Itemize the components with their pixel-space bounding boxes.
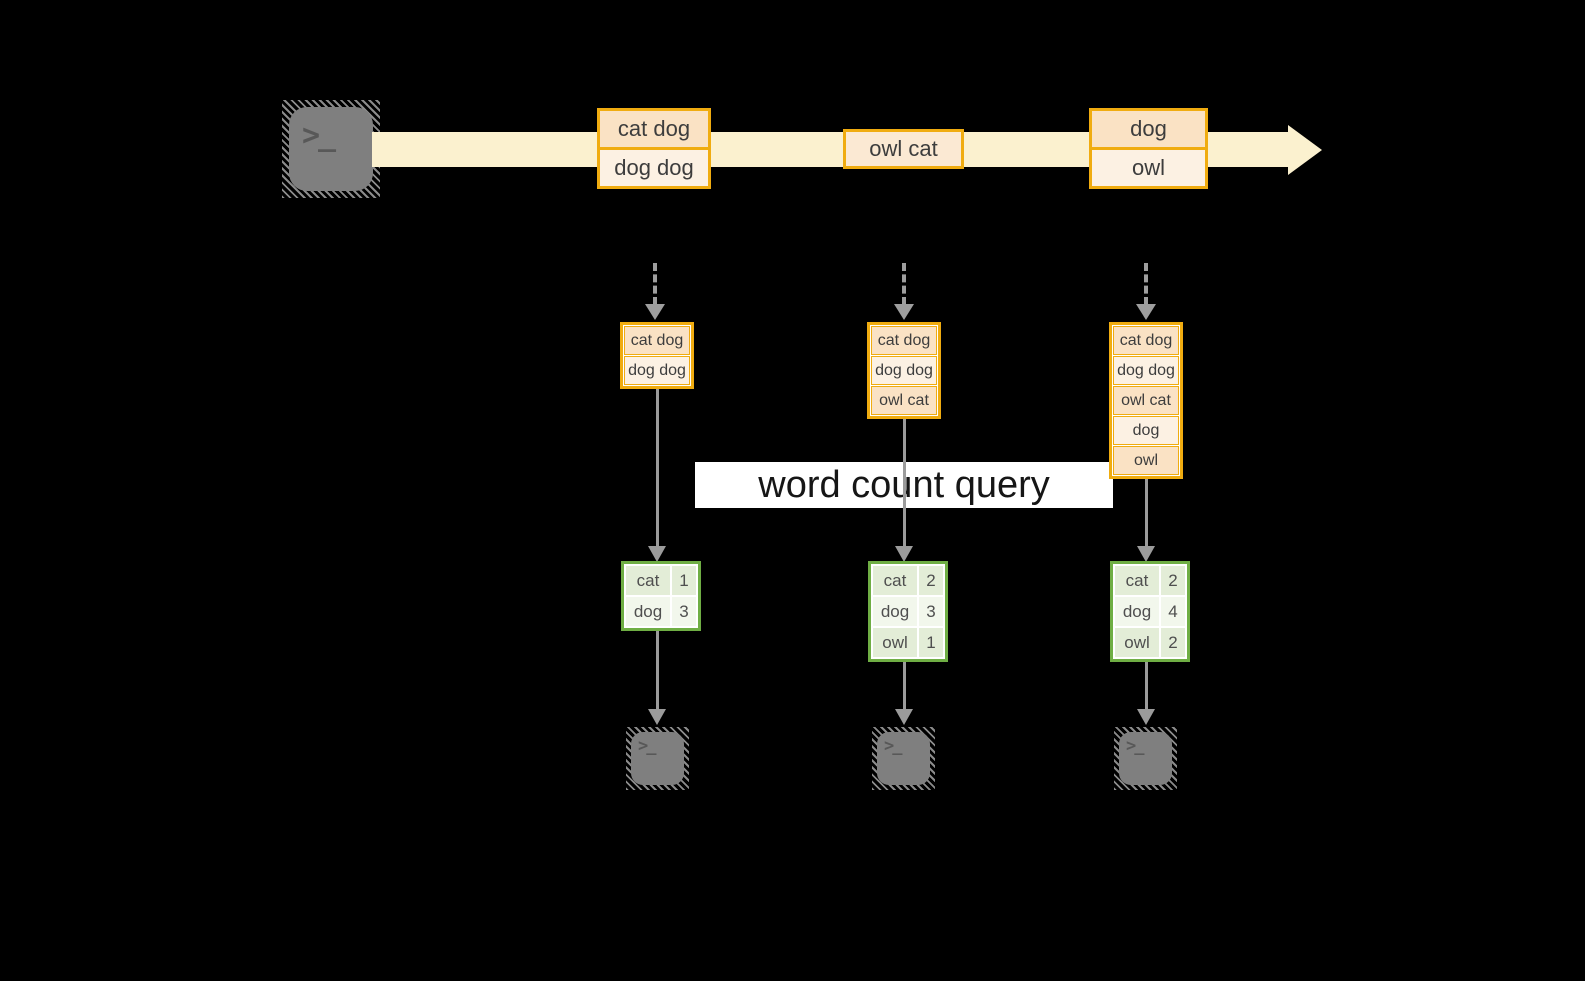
count-cell: 1 (919, 628, 943, 657)
state-line: cat dog (871, 326, 937, 355)
down-arrow-dashed (1136, 263, 1156, 320)
state-stack-3: cat dog dog dog owl cat dog owl (1109, 322, 1183, 479)
stream-batch-3: dog owl (1089, 108, 1208, 189)
count-cell: 3 (919, 597, 943, 626)
word-cell: owl (1115, 628, 1159, 657)
count-table-2: cat 2 dog 3 owl 1 (868, 561, 948, 662)
down-arrow (1136, 479, 1155, 562)
state-line: dog (1113, 416, 1179, 445)
word-cell: dog (873, 597, 917, 626)
count-cell: 2 (1161, 628, 1185, 657)
count-cell: 4 (1161, 597, 1185, 626)
word-cell: dog (626, 597, 670, 626)
state-line: dog dog (871, 356, 937, 385)
down-arrow (1136, 662, 1155, 725)
state-stack-2: cat dog dog dog owl cat (867, 322, 941, 419)
stream-arrow-head (1288, 125, 1322, 175)
prompt-glyph: >_ (884, 736, 903, 756)
down-arrow-dashed (894, 263, 914, 320)
down-arrow (894, 662, 913, 725)
terminal-icon: >_ (872, 727, 935, 790)
terminal-icon: >_ (282, 100, 380, 198)
down-arrow-dashed (645, 263, 665, 320)
down-arrow (894, 419, 913, 562)
terminal-icon: >_ (626, 727, 689, 790)
batch-line: cat dog (600, 111, 708, 147)
batch-line: owl (1092, 147, 1205, 186)
terminal-screen (877, 732, 930, 785)
state-line: owl (1113, 446, 1179, 475)
batch-line: owl cat (846, 132, 961, 166)
word-cell: dog (1115, 597, 1159, 626)
batch-line: dog (1092, 111, 1205, 147)
state-line: owl cat (1113, 386, 1179, 415)
state-line: dog dog (1113, 356, 1179, 385)
word-cell: cat (873, 566, 917, 595)
count-table-3: cat 2 dog 4 owl 2 (1110, 561, 1190, 662)
count-cell: 2 (919, 566, 943, 595)
down-arrow (647, 631, 666, 725)
terminal-screen (289, 107, 373, 191)
count-cell: 1 (672, 566, 696, 595)
terminal-screen (1119, 732, 1172, 785)
down-arrow (647, 389, 666, 562)
prompt-glyph: >_ (302, 118, 336, 153)
count-cell: 3 (672, 597, 696, 626)
count-cell: 2 (1161, 566, 1185, 595)
terminal-screen (631, 732, 684, 785)
terminal-icon: >_ (1114, 727, 1177, 790)
stream-batch-2: owl cat (843, 129, 964, 169)
word-cell: cat (626, 566, 670, 595)
prompt-glyph: >_ (638, 736, 657, 756)
state-line: owl cat (871, 386, 937, 415)
state-stack-1: cat dog dog dog (620, 322, 694, 389)
stream-batch-1: cat dog dog dog (597, 108, 711, 189)
count-table-1: cat 1 dog 3 (621, 561, 701, 631)
state-line: cat dog (1113, 326, 1179, 355)
state-line: dog dog (624, 356, 690, 385)
state-line: cat dog (624, 326, 690, 355)
word-cell: owl (873, 628, 917, 657)
prompt-glyph: >_ (1126, 736, 1145, 756)
batch-line: dog dog (600, 147, 708, 186)
word-cell: cat (1115, 566, 1159, 595)
